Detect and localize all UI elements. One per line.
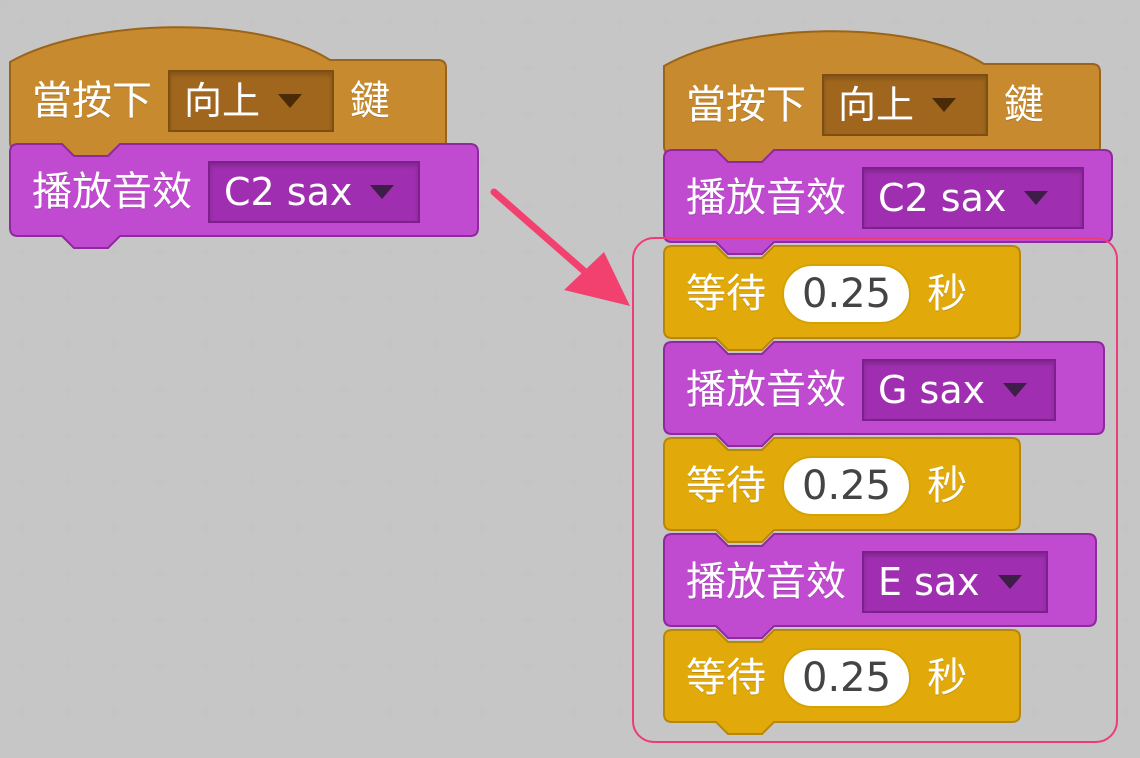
left-play-sound-block[interactable]: 播放音效 C2 sax (8, 140, 480, 249)
key-dropdown[interactable]: 向上 (168, 70, 334, 132)
play-sound-label: 播放音效 (686, 367, 846, 413)
right-wait-block-3[interactable]: 等待 0.25 秒 (662, 626, 1022, 735)
right-play-sound-block-1[interactable]: 播放音效 C2 sax (662, 146, 1114, 255)
right-play-sound-block-3[interactable]: 播放音效 E sax (662, 530, 1098, 639)
wait-label: 等待 (686, 655, 766, 701)
caret-down-icon (997, 575, 1022, 589)
wait-seconds-input[interactable]: 0.25 (782, 456, 912, 516)
sound-dropdown-value: E sax (878, 560, 980, 604)
wait-label: 等待 (686, 271, 766, 317)
play-sound-label: 播放音效 (686, 559, 846, 605)
caret-down-icon (370, 185, 395, 199)
right-when-key-pressed-block[interactable]: 當按下 向上 鍵 (662, 18, 1102, 167)
wait-unit-label: 秒 (927, 655, 968, 701)
key-dropdown[interactable]: 向上 (822, 74, 988, 136)
highlight-frame (632, 237, 1118, 743)
arrow-icon (490, 188, 630, 306)
sound-dropdown[interactable]: C2 sax (862, 167, 1084, 229)
sound-dropdown[interactable]: G sax (862, 359, 1056, 421)
sound-dropdown[interactable]: C2 sax (208, 161, 420, 223)
hat-label-before: 當按下 (32, 78, 152, 124)
sound-dropdown-value: C2 sax (878, 176, 1007, 220)
wait-seconds-input[interactable]: 0.25 (782, 264, 912, 324)
play-sound-label: 播放音效 (686, 175, 846, 221)
key-dropdown-value: 向上 (838, 83, 915, 127)
caret-down-icon (932, 98, 957, 112)
play-sound-label: 播放音效 (32, 169, 192, 215)
sound-dropdown-value: C2 sax (224, 170, 353, 214)
wait-seconds-input[interactable]: 0.25 (782, 648, 912, 708)
hat-label-before: 當按下 (686, 82, 806, 128)
caret-down-icon (278, 94, 303, 108)
right-wait-block-2[interactable]: 等待 0.25 秒 (662, 434, 1022, 543)
sound-dropdown[interactable]: E sax (862, 551, 1048, 613)
caret-down-icon (1024, 191, 1049, 205)
hat-label-after: 鍵 (350, 78, 390, 124)
caret-down-icon (1003, 383, 1028, 397)
left-when-key-pressed-block[interactable]: 當按下 向上 鍵 (8, 14, 448, 163)
wait-unit-label: 秒 (927, 271, 968, 317)
hat-label-after: 鍵 (1004, 82, 1044, 128)
right-wait-block-1[interactable]: 等待 0.25 秒 (662, 242, 1022, 351)
key-dropdown-value: 向上 (184, 79, 261, 123)
wait-label: 等待 (686, 463, 766, 509)
sound-dropdown-value: G sax (878, 368, 986, 412)
right-play-sound-block-2[interactable]: 播放音效 G sax (662, 338, 1106, 447)
wait-unit-label: 秒 (927, 463, 968, 509)
